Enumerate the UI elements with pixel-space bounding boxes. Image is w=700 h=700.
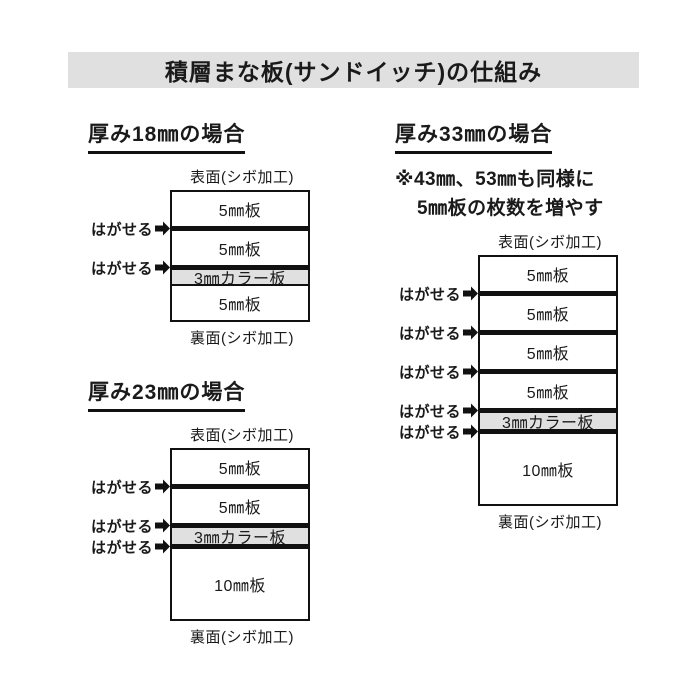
- note-line-2: 5㎜板の枚数を増やす: [417, 197, 604, 219]
- board-layer-5mm: 5㎜板: [172, 489, 308, 523]
- peel-label-text: はがせる: [90, 479, 153, 496]
- board-layer-label: 5㎜板: [526, 385, 570, 402]
- peel-label-text: はがせる: [398, 364, 461, 381]
- board-layer-label: 5㎜板: [218, 203, 262, 220]
- right-arrow-icon: [155, 539, 170, 554]
- board-layer-label: 5㎜板: [526, 268, 570, 285]
- peel-label: はがせる: [399, 400, 478, 421]
- peel-label: はがせる: [91, 536, 170, 557]
- peel-label-text: はがせる: [398, 325, 461, 342]
- peel-label-text: はがせる: [90, 539, 153, 556]
- peel-label: はがせる: [399, 322, 478, 343]
- peel-joint-line: はがせる: [91, 221, 308, 238]
- right-arrow-icon: [463, 424, 478, 439]
- peel-joint-line: はがせる: [91, 260, 308, 277]
- board-layer-5mm: 5㎜板: [172, 192, 308, 226]
- board-layer-5mm: 5㎜板: [480, 335, 616, 369]
- right-arrow-icon: [155, 479, 170, 494]
- right-arrow-icon: [155, 518, 170, 533]
- peel-label: はがせる: [91, 515, 170, 536]
- peel-joint-line: はがせる: [91, 539, 308, 556]
- section-heading-18mm: 厚み18㎜の場合: [88, 118, 246, 154]
- peel-joint-line: はがせる: [91, 518, 308, 535]
- board-layer-label: 5㎜板: [526, 346, 570, 363]
- note-line-1: ※43㎜、53㎜も同様に: [395, 169, 595, 190]
- board-layer-5mm: 5㎜板: [172, 286, 308, 320]
- back-surface-label: 裏面(シボ加工): [190, 629, 294, 646]
- board-layer-5mm: 5㎜板: [480, 374, 616, 408]
- peel-label-text: はがせる: [90, 260, 153, 277]
- right-arrow-icon: [463, 325, 478, 340]
- peel-label: はがせる: [399, 421, 478, 442]
- board-layer-label: 10㎜板: [214, 578, 266, 595]
- peel-joint-line: はがせる: [399, 364, 616, 381]
- board-layer-3mm: 3㎜カラー板: [172, 528, 308, 547]
- board-layer-5mm: 5㎜板: [480, 257, 616, 291]
- board-layer-label: 3㎜カラー板: [194, 530, 286, 547]
- right-arrow-icon: [463, 403, 478, 418]
- section-heading-33mm: 厚み33㎜の場合: [395, 118, 553, 154]
- board-layer-5mm: 5㎜板: [480, 296, 616, 330]
- right-arrow-icon: [155, 260, 170, 275]
- board-layer-10mm: 10㎜板: [480, 434, 616, 504]
- peel-label-text: はがせる: [90, 518, 153, 535]
- peel-joint-line: はがせる: [91, 479, 308, 496]
- board-layer-3mm: 3㎜カラー板: [480, 413, 616, 432]
- board-layer-label: 10㎜板: [522, 463, 574, 480]
- page-title-bar: 積層まな板(サンドイッチ)の仕組み: [68, 52, 639, 88]
- peel-label: はがせる: [91, 218, 170, 239]
- back-surface-label: 裏面(シボ加工): [190, 330, 294, 347]
- section-heading-23mm: 厚み23㎜の場合: [88, 376, 246, 412]
- board-layer-label: 5㎜板: [218, 242, 262, 259]
- board-layer-3mm: 3㎜カラー板: [172, 270, 308, 288]
- board-layer-label: 3㎜カラー板: [502, 415, 594, 432]
- right-arrow-icon: [155, 221, 170, 236]
- peel-joint-line: はがせる: [399, 286, 616, 303]
- peel-label: はがせる: [399, 361, 478, 382]
- peel-label: はがせる: [91, 476, 170, 497]
- peel-label: はがせる: [91, 257, 170, 278]
- board-layer-label: 5㎜板: [218, 461, 262, 478]
- board-layer-label: 5㎜板: [218, 500, 262, 517]
- peel-joint-line: はがせる: [399, 325, 616, 342]
- board-layer-label: 5㎜板: [218, 297, 262, 314]
- peel-label-text: はがせる: [398, 424, 461, 441]
- right-arrow-icon: [463, 364, 478, 379]
- front-surface-label: 表面(シボ加工): [498, 234, 602, 251]
- board-layer-label: 3㎜カラー板: [194, 271, 286, 288]
- peel-joint-line: はがせる: [399, 424, 616, 441]
- back-surface-label: 裏面(シボ加工): [498, 514, 602, 531]
- section-note-33mm: ※43㎜、53㎜も同様に 5㎜板の枚数を増やす: [395, 166, 622, 223]
- board-layer-5mm: 5㎜板: [172, 450, 308, 484]
- front-surface-label: 表面(シボ加工): [190, 169, 294, 186]
- right-arrow-icon: [463, 286, 478, 301]
- section-33mm: 厚み33㎜の場合 ※43㎜、53㎜も同様に 5㎜板の枚数を増やす 表面(シボ加工…: [395, 118, 622, 532]
- peel-label: はがせる: [399, 283, 478, 304]
- board-layer-label: 5㎜板: [526, 307, 570, 324]
- peel-joint-line: はがせる: [399, 403, 616, 420]
- front-surface-label: 表面(シボ加工): [190, 427, 294, 444]
- board-layer-5mm: 5㎜板: [172, 231, 308, 265]
- peel-label-text: はがせる: [398, 286, 461, 303]
- peel-label-text: はがせる: [90, 221, 153, 238]
- board-layer-10mm: 10㎜板: [172, 549, 308, 619]
- page-title: 積層まな板(サンドイッチ)の仕組み: [164, 59, 543, 85]
- peel-label-text: はがせる: [398, 403, 461, 420]
